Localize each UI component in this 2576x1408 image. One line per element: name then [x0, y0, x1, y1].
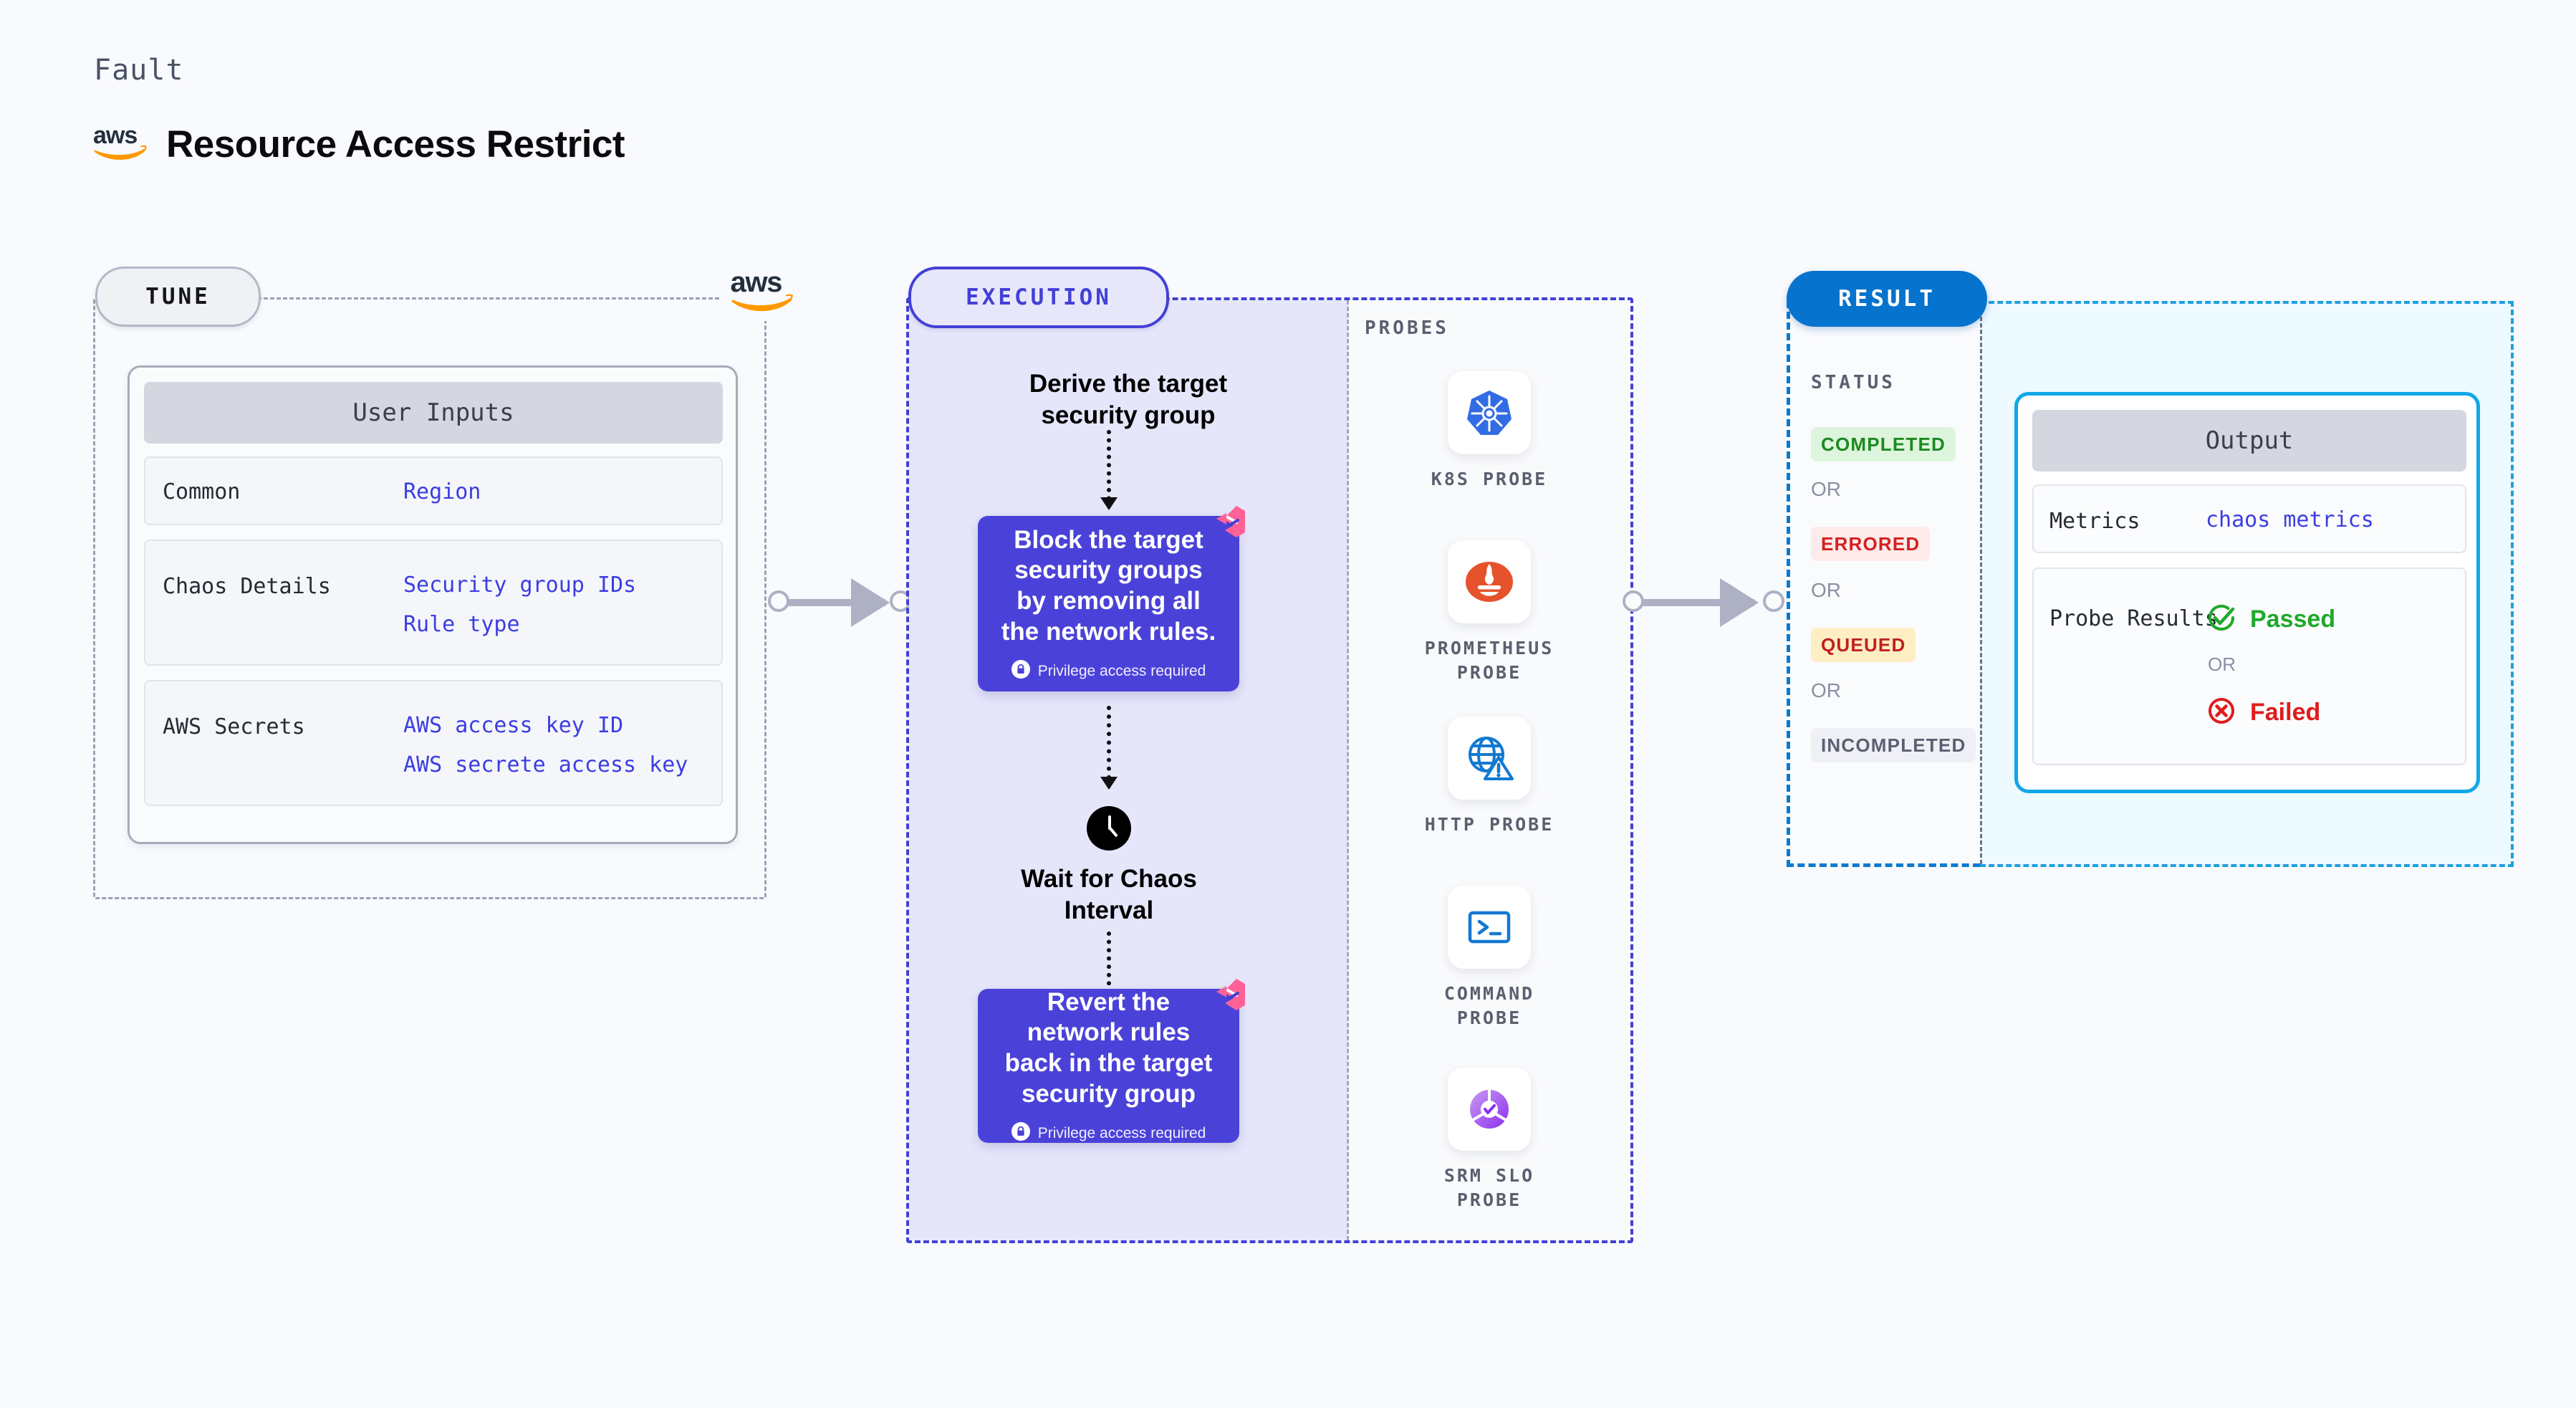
tune-row-values: AWS access key ID AWS secrete access key	[403, 713, 688, 777]
aws-logo-icon: aws	[93, 122, 148, 167]
output-row-metrics: Metrics chaos metrics	[2032, 484, 2466, 553]
privilege-label: Privilege access required	[1037, 662, 1206, 679]
tune-value: Security group IDs	[403, 573, 637, 598]
output-metrics-value: chaos metrics	[2206, 507, 2374, 532]
execution-pill-label: EXECUTION	[908, 267, 1169, 328]
status-or-1: OR	[1811, 478, 1841, 500]
clock-icon	[1087, 806, 1131, 851]
wait-chaos-interval-label: Wait for Chaos Interval	[1021, 865, 1197, 924]
tune-row-common: Common Region	[144, 456, 723, 525]
output-card: Output Metrics chaos metrics Probe Resul…	[2014, 392, 2480, 793]
svg-text:aws: aws	[730, 267, 782, 298]
output-row-key: Metrics	[2049, 509, 2140, 534]
tune-value: Rule type	[403, 612, 520, 637]
privilege-note: Privilege access required	[1011, 660, 1206, 682]
fault-eyebrow: Fault	[94, 54, 184, 87]
kubernetes-icon	[1448, 371, 1531, 454]
tune-panel	[93, 297, 766, 899]
probe-label: K8S PROBE	[1431, 469, 1548, 489]
probe-k8s[interactable]: K8S PROBE	[1407, 371, 1572, 492]
status-badge-queued: QUEUED	[1811, 628, 1916, 662]
execution-panel	[906, 297, 1633, 1243]
tune-row-key: Common	[163, 479, 241, 504]
status-badge-completed: COMPLETED	[1811, 427, 1956, 461]
status-or-3: OR	[1811, 679, 1841, 701]
probe-result-passed: Passed	[2206, 602, 2335, 637]
status-badge-errored: ERRORED	[1811, 527, 1931, 561]
result-pill-label: RESULT	[1787, 271, 1987, 327]
tune-row-key: AWS Secrets	[163, 714, 305, 739]
arrow-derive-to-block	[1100, 430, 1118, 510]
result-status-panel	[1787, 301, 1980, 867]
failed-label: Failed	[2250, 699, 2321, 726]
privilege-label: Privilege access required	[1037, 1124, 1206, 1141]
execution-probes-divider	[1347, 300, 1349, 1240]
arrow-block-to-wait	[1100, 706, 1118, 790]
tune-row-aws-secrets: AWS Secrets AWS access key ID AWS secret…	[144, 680, 723, 806]
status-section-title: STATUS	[1811, 372, 1895, 393]
result-panel-divider	[1980, 304, 1982, 864]
output-row-key: Probe Results	[2049, 605, 2218, 634]
connector-tune-to-execution	[768, 578, 911, 627]
fault-title-row: aws Resource Access Restrict	[93, 122, 625, 167]
user-inputs-title: User Inputs	[144, 382, 723, 444]
probe-label: PROMETHEUS PROBE	[1424, 638, 1554, 683]
tune-row-key: Chaos Details	[163, 574, 331, 599]
output-or: OR	[2208, 653, 2236, 675]
probe-label: HTTP PROBE	[1424, 814, 1554, 835]
prometheus-icon	[1448, 540, 1531, 623]
output-row-probe-results: Probe Results Passed OR	[2032, 567, 2466, 765]
tune-row-chaos-details: Chaos Details Security group IDs Rule ty…	[144, 540, 723, 666]
status-badge-incompleted: INCOMPLETED	[1811, 728, 1976, 762]
passed-label: Passed	[2250, 605, 2336, 633]
user-inputs-card: User Inputs Common Region Chaos Details …	[128, 365, 738, 844]
probe-http[interactable]: HTTP PROBE	[1407, 717, 1572, 837]
connector-execution-to-result	[1623, 578, 1787, 627]
output-card-title: Output	[2032, 410, 2466, 471]
probe-label: COMMAND PROBE	[1443, 983, 1535, 1028]
probe-result-failed: Failed	[2206, 695, 2320, 730]
probe-label: SRM SLO PROBE	[1443, 1165, 1535, 1210]
step-text: Revert the network rules back in the tar…	[1004, 987, 1213, 1108]
page-title: Resource Access Restrict	[166, 123, 625, 166]
lock-icon	[1011, 1122, 1030, 1144]
probe-results-label: Probe Results	[2049, 606, 2218, 631]
globe-warning-icon	[1448, 717, 1531, 800]
tune-row-values: Security group IDs Rule type	[403, 573, 636, 637]
probe-srm-slo[interactable]: SRM SLO PROBE	[1407, 1068, 1572, 1212]
svg-text:aws: aws	[93, 122, 137, 149]
privilege-note: Privilege access required	[1011, 1122, 1206, 1144]
harness-logo-icon	[1212, 976, 1249, 1017]
tune-pill-label: TUNE	[95, 267, 261, 327]
block-security-groups-step[interactable]: Block the target security groups by remo…	[978, 506, 1245, 691]
probes-section-title: PROBES	[1365, 317, 1449, 339]
aws-logo-icon: aws	[720, 260, 804, 321]
probe-command[interactable]: COMMAND PROBE	[1407, 886, 1572, 1030]
lock-icon	[1011, 660, 1030, 682]
harness-logo-icon	[1212, 503, 1249, 544]
probe-prometheus[interactable]: PROMETHEUS PROBE	[1407, 540, 1572, 685]
derive-target-step-label: Derive the target security group	[1029, 370, 1228, 429]
x-circle-icon	[2206, 695, 2237, 730]
step-text: Block the target security groups by remo…	[1001, 525, 1216, 646]
terminal-icon	[1448, 886, 1531, 969]
srm-slo-icon	[1448, 1068, 1531, 1151]
revert-network-rules-step[interactable]: Revert the network rules back in the tar…	[978, 979, 1245, 1144]
tune-value: AWS secrete access key	[403, 752, 688, 777]
tune-row-values: Region	[403, 479, 481, 504]
tune-value: AWS access key ID	[403, 713, 624, 738]
check-circle-icon	[2206, 602, 2237, 637]
status-or-2: OR	[1811, 579, 1841, 601]
tune-value: Region	[403, 479, 481, 504]
